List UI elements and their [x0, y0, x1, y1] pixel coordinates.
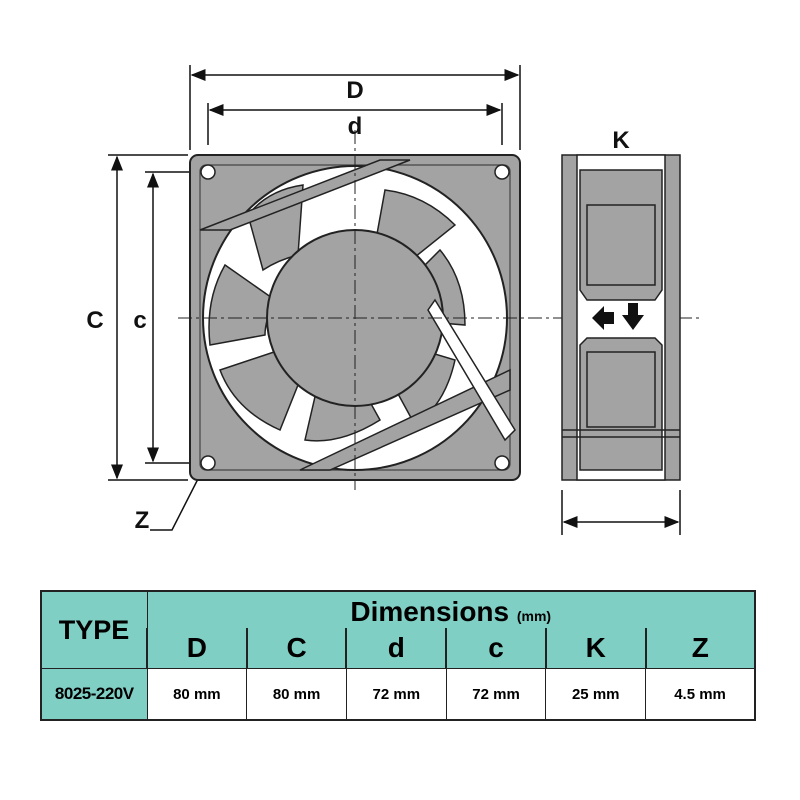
- label-C: C: [86, 307, 103, 334]
- column-header: C: [245, 628, 347, 669]
- value-cell: 4.5 mm: [645, 668, 756, 721]
- table-row: 8025-220V 80 mm 80 mm 72 mm 72 mm 25 mm …: [40, 668, 756, 721]
- value-cell: 80 mm: [246, 668, 347, 721]
- column-header: D: [146, 628, 248, 669]
- dimensions-unit: (mm): [516, 608, 552, 624]
- rotation-arrow-icon: [622, 303, 644, 330]
- dimensions-title: Dimensions (mm): [146, 590, 756, 628]
- label-Z: Z: [135, 507, 150, 534]
- fan-front-view: [178, 130, 700, 490]
- label-c: c: [133, 307, 146, 334]
- airflow-arrow-icon: [592, 306, 614, 330]
- type-header: TYPE: [40, 590, 148, 669]
- label-D: D: [346, 77, 363, 104]
- mounting-holes: [200, 164, 510, 471]
- column-header: d: [345, 628, 447, 669]
- fan-side-view: [561, 154, 681, 481]
- label-K: K: [612, 127, 630, 154]
- model-cell: 8025-220V: [40, 668, 148, 721]
- column-header: Z: [644, 628, 756, 669]
- value-cell: 25 mm: [545, 668, 647, 721]
- dimensions-table: TYPE Dimensions (mm) D C d c K Z 8025-22…: [40, 590, 756, 721]
- dimensions-title-text: Dimensions: [350, 596, 510, 627]
- value-cell: 72 mm: [345, 668, 447, 721]
- label-d: d: [348, 113, 363, 140]
- value-cell: 80 mm: [146, 668, 248, 721]
- value-cell: 72 mm: [445, 668, 547, 721]
- dimension-lines: [108, 65, 681, 535]
- column-header: c: [445, 628, 547, 669]
- column-header: K: [544, 628, 647, 669]
- fan-dimension-drawing: D d C c K Z: [86, 65, 700, 535]
